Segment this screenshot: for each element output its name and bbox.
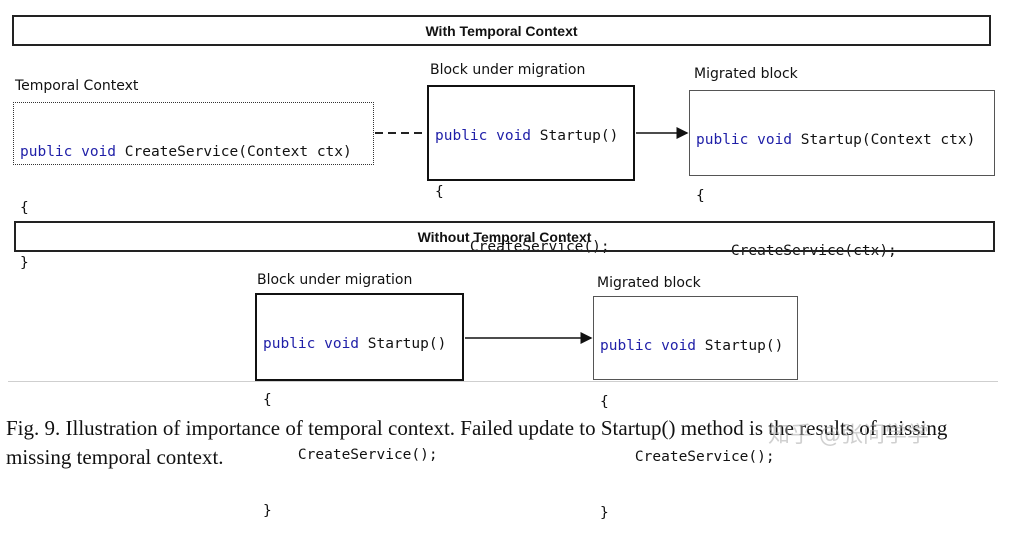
code-line-3: CreateService(); <box>600 449 775 465</box>
watermark: 知乎 @张问学学 <box>768 423 929 448</box>
code-line-2: { <box>20 199 29 216</box>
code-line-2: { <box>600 393 609 410</box>
code-keywords: public void <box>600 338 697 354</box>
code-line-3: CreateService(); <box>263 447 438 463</box>
code-line-1: public void Startup() <box>263 335 456 354</box>
code-signature: Startup() <box>696 338 784 354</box>
code-signature: Startup() <box>359 336 447 352</box>
code-line-1: public void CreateService(Context ctx) <box>20 143 367 162</box>
block-under-migration-label: Block under migration <box>430 62 586 78</box>
with-temporal-context-banner: With Temporal Context <box>12 15 991 46</box>
connector-layer <box>375 127 689 344</box>
figure-caption: Fig. 9. Illustration of importance of te… <box>6 416 948 469</box>
code-line-2: { <box>435 183 444 200</box>
code-line-1: public void Startup(Context ctx) <box>696 131 988 150</box>
block-under-migration-code-block: public void Startup() { CreateService();… <box>255 293 464 519</box>
code-line-4: } <box>263 502 272 519</box>
migrated-block-code-block: public void Startup(Context ctx) { Creat… <box>689 90 995 315</box>
code-line-3: } <box>20 255 29 271</box>
temporal-context-label: Temporal Context <box>15 78 139 94</box>
code-signature: Startup() <box>531 128 619 144</box>
migrated-block-code-block: public void Startup() { CreateService();… <box>593 296 798 521</box>
code-line-2: { <box>263 391 272 408</box>
code-line-2: { <box>696 187 705 204</box>
banner-title: Without Temporal Context <box>417 228 592 245</box>
code-line-4: } <box>600 504 609 521</box>
banner-title: With Temporal Context <box>425 22 578 39</box>
code-line-1: public void Startup() <box>600 337 791 356</box>
code-signature: CreateService(Context ctx) <box>116 144 352 160</box>
code-line-1: public void Startup() <box>435 127 627 146</box>
temporal-context-code-block: public void CreateService(Context ctx) {… <box>13 102 374 271</box>
code-keywords: public void <box>435 128 532 144</box>
without-temporal-context-banner: Without Temporal Context <box>14 221 995 252</box>
block-under-migration-label: Block under migration <box>257 272 413 288</box>
migrated-block-label: Migrated block <box>597 275 701 291</box>
code-keywords: public void <box>696 132 793 148</box>
code-keywords: public void <box>20 144 117 160</box>
migrated-block-label: Migrated block <box>694 66 798 82</box>
code-signature: Startup(Context ctx) <box>792 132 976 148</box>
code-keywords: public void <box>263 336 360 352</box>
caption-separator <box>8 381 998 382</box>
